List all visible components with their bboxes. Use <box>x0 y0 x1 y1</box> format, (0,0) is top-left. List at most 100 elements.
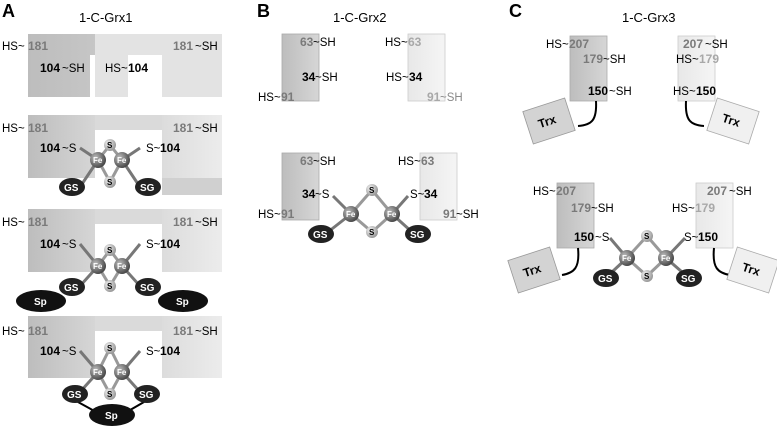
hs-label: HS~ <box>258 209 281 221</box>
gs-ligand <box>59 178 85 196</box>
fe-atom-label: Fe <box>622 254 632 263</box>
sh-label: ~SH <box>729 186 752 198</box>
gs-ligand <box>59 278 85 296</box>
grx1-dimer-fes-sp: HS~ 181 104 ~S S~ 104 181 ~SH S S Fe Fe … <box>2 209 222 312</box>
sh-label: ~SH <box>705 39 728 51</box>
grx1-dimer-fes-gsh: HS~ 181 104 ~S S~ 104 181 ~SH S S Fe Fe … <box>2 115 222 196</box>
residue-104-right: 104 <box>128 61 148 75</box>
sulfur-atom <box>366 226 378 238</box>
s-atom-label: S <box>107 246 113 255</box>
sh-label: ~SH <box>195 123 218 135</box>
sh-label: ~SH <box>456 209 479 221</box>
hs-label: HS~ <box>672 203 695 215</box>
residue-91-left: 91 <box>281 90 295 104</box>
trx-domain-left: Trx <box>522 97 576 145</box>
fe-atom-label: Fe <box>117 156 127 165</box>
residue-181-right: 181 <box>173 324 193 338</box>
sg-label: SG <box>139 390 154 401</box>
fe2s2-cluster: S S Fe Fe <box>78 342 142 400</box>
iron-atom <box>619 250 635 266</box>
hs-label: HS~ <box>105 63 128 75</box>
sulfur-atom <box>366 184 378 196</box>
s-label: S~ <box>684 232 699 244</box>
residue-207-right: 207 <box>683 37 703 51</box>
s-label: S~ <box>146 239 161 251</box>
sg-label: SG <box>681 274 696 285</box>
trx-label: Trx <box>740 260 762 279</box>
sp-ligand <box>89 404 135 426</box>
s-label: ~S <box>315 189 330 201</box>
fe-atom-label: Fe <box>117 262 127 271</box>
iron-atom <box>90 152 106 168</box>
panel-letter-a: A <box>2 1 15 21</box>
trx-label: Trx <box>521 261 543 280</box>
panel-c-title: 1-C-Grx3 <box>622 10 675 25</box>
residue-179-right: 179 <box>699 52 719 66</box>
hs-label: HS~ <box>258 92 281 104</box>
residue-63-left: 63 <box>300 35 314 49</box>
residue-181-left: 181 <box>28 39 48 53</box>
s-atom-label: S <box>107 178 113 187</box>
sg-label: SG <box>140 283 155 294</box>
residue-91-right: 91 <box>443 207 457 221</box>
sh-label: ~SH <box>591 203 614 215</box>
residue-179-left: 179 <box>583 52 603 66</box>
panel-letter-c: C <box>509 1 522 21</box>
sg-ligand <box>134 385 160 403</box>
s-atom-label: S <box>107 390 113 399</box>
sh-label: ~SH <box>603 54 626 66</box>
s-label: ~S <box>595 232 610 244</box>
fe-atom-label: Fe <box>661 254 671 263</box>
residue-104-left: 104 <box>40 141 60 155</box>
sulfur-atom <box>104 388 116 400</box>
residue-181-left: 181 <box>28 215 48 229</box>
sp-label: Sp <box>105 411 118 422</box>
hs-label: HS~ <box>673 86 696 98</box>
residue-91-left: 91 <box>281 207 295 221</box>
s-label: S~ <box>146 143 161 155</box>
iron-atom <box>90 258 106 274</box>
sg-label: SG <box>140 183 155 194</box>
hs-label: HS~ <box>385 37 408 49</box>
fe-atom-label: Fe <box>346 210 356 219</box>
gs-label: GS <box>64 183 79 194</box>
hs-label: HS~ <box>546 39 569 51</box>
iron-atom <box>90 364 106 380</box>
residue-104-right: 104 <box>160 237 180 251</box>
fe2s2-cluster: S S Fe Fe <box>608 230 687 282</box>
residue-34-right: 34 <box>424 187 438 201</box>
sulfur-atom <box>641 230 653 242</box>
sh-label: ~SH <box>62 63 85 75</box>
iron-atom <box>114 258 130 274</box>
iron-atom <box>658 250 674 266</box>
residue-207-left: 207 <box>556 184 576 198</box>
hs-label: HS~ <box>2 123 25 135</box>
hs-label: HS~ <box>398 156 421 168</box>
residue-34-left: 34 <box>302 70 316 84</box>
residue-104-left: 104 <box>40 344 60 358</box>
residue-181-left: 181 <box>28 324 48 338</box>
sulfur-atom <box>104 139 116 151</box>
s-atom-label: S <box>107 141 113 150</box>
fe-atom-label: Fe <box>93 156 103 165</box>
hs-label: HS~ <box>2 217 25 229</box>
sp-label: Sp <box>176 297 189 308</box>
sulfur-atom <box>104 244 116 256</box>
gs-label: GS <box>64 283 79 294</box>
residue-150-left: 150 <box>588 84 608 98</box>
residue-104-right: 104 <box>160 344 180 358</box>
iron-atom <box>343 206 359 222</box>
s-label: ~S <box>62 143 77 155</box>
s-atom-label: S <box>369 228 375 237</box>
grx3-apo-pair: HS~ 207 179 ~SH 150 ~SH 207 ~SH HS~ 179 … <box>522 35 760 145</box>
sulfur-atom <box>104 342 116 354</box>
s-label: ~S <box>62 346 77 358</box>
sh-label: ~SH <box>195 41 218 53</box>
residue-63-right: 63 <box>421 154 435 168</box>
s-atom-label: S <box>644 272 650 281</box>
sg-label: SG <box>410 230 425 241</box>
gs-ligand <box>62 385 88 403</box>
fe2s2-cluster: S S Fe Fe <box>79 139 141 188</box>
residue-63-left: 63 <box>300 154 314 168</box>
